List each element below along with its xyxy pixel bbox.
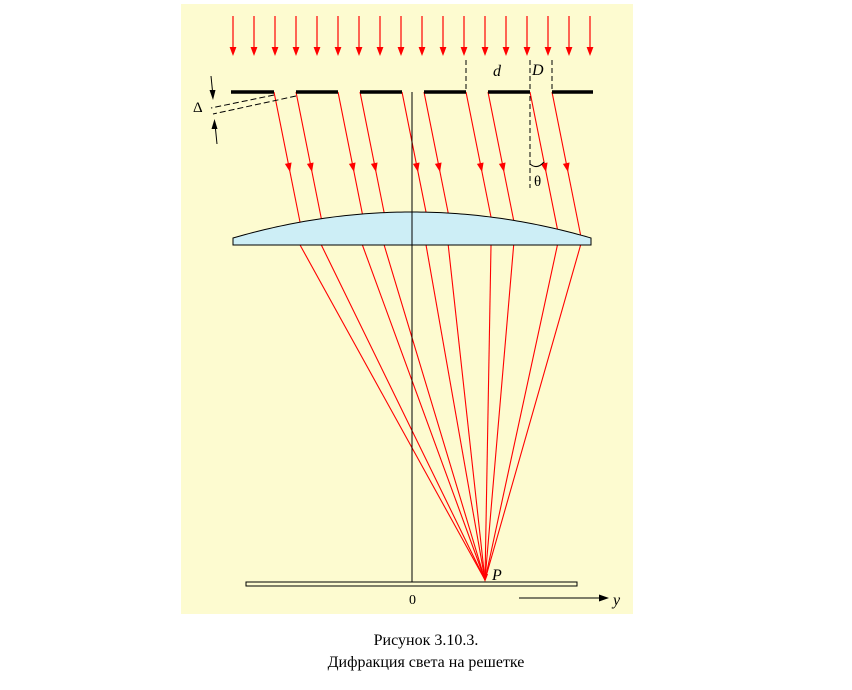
incident-ray-arrow — [439, 47, 447, 56]
diffracted-ray-arrow — [434, 162, 442, 172]
incident-rays — [229, 16, 594, 56]
incident-ray-arrow — [271, 47, 279, 56]
incident-ray-arrow — [418, 47, 426, 56]
diffracted-ray — [359, 91, 385, 213]
diagram-panel: Δ d D θ P 0 y — [181, 4, 633, 614]
diffracted-ray — [337, 91, 363, 215]
path-difference-label: Δ — [193, 100, 203, 116]
focused-ray — [484, 244, 582, 581]
focused-ray — [320, 244, 486, 581]
slit-width-label: D — [531, 62, 544, 79]
diffracted-ray-arrow — [562, 162, 570, 172]
focused-ray — [484, 244, 558, 581]
focused-ray — [484, 244, 515, 581]
diffracted-ray — [423, 91, 449, 214]
diffracted-ray — [295, 91, 322, 219]
diffracted-ray-arrow — [476, 162, 484, 172]
incident-ray-arrow — [460, 47, 468, 56]
path-difference-line — [212, 95, 297, 115]
diffracted-ray-arrow — [284, 162, 292, 172]
diffraction-angle-label: θ — [534, 174, 541, 190]
diffracted-ray — [465, 91, 492, 218]
incident-ray-arrow — [229, 47, 237, 56]
dimension-marks — [209, 60, 609, 602]
incident-ray-arrow — [544, 47, 552, 56]
diffracted-ray-arrow — [540, 162, 548, 172]
diffracted-ray — [529, 91, 558, 230]
incident-ray-arrow — [250, 47, 258, 56]
incident-ray-arrow — [355, 47, 363, 56]
focused-ray — [383, 244, 486, 581]
focused-ray — [447, 244, 486, 581]
delta-arrow-head — [209, 90, 216, 100]
incident-ray-arrow — [292, 47, 300, 56]
focused-ray — [361, 244, 486, 581]
diffracted-ray-arrow — [498, 162, 506, 172]
incident-ray-arrow — [376, 47, 384, 56]
diffracted-ray — [273, 91, 301, 223]
incident-ray-arrow — [586, 47, 594, 56]
focused-ray — [299, 244, 486, 581]
incident-ray-arrow — [502, 47, 510, 56]
figure-title: Дифракция света на решетке — [327, 654, 525, 671]
path-difference-line — [210, 94, 275, 109]
angle-arc — [529, 161, 545, 168]
origin-label: 0 — [409, 593, 416, 608]
focused-ray — [425, 244, 486, 581]
grating-period-label: d — [493, 63, 502, 80]
y-axis-label: y — [611, 592, 621, 609]
focused-rays — [299, 244, 582, 582]
incident-ray-arrow — [313, 47, 321, 56]
focus-point-label: P — [491, 567, 502, 584]
y-axis-arrow-head — [599, 594, 609, 602]
diffracted-ray-arrow — [306, 162, 314, 172]
incident-ray-arrow — [523, 47, 531, 56]
diagram-background — [181, 4, 633, 614]
delta-arrow-head — [211, 119, 218, 129]
grating-diagram: Δ d D θ P 0 y — [181, 4, 633, 614]
figure-caption: Рисунок 3.10.3. Дифракция света на решет… — [0, 630, 852, 674]
figure-number: Рисунок 3.10.3. — [373, 632, 479, 649]
incident-ray-arrow — [481, 47, 489, 56]
focus-point-arrow — [481, 574, 489, 582]
incident-ray-arrow — [397, 47, 405, 56]
diffracted-ray-arrow — [370, 162, 378, 172]
focused-ray — [484, 244, 492, 581]
incident-ray-arrow — [334, 47, 342, 56]
diffracted-ray-arrow — [348, 162, 356, 172]
diffracted-ray — [401, 91, 427, 213]
screen — [245, 581, 578, 587]
diffracted-rays — [273, 91, 582, 236]
diffracted-ray-arrow — [412, 162, 420, 172]
incident-ray-arrow — [565, 47, 573, 56]
diffracted-ray — [487, 91, 515, 221]
